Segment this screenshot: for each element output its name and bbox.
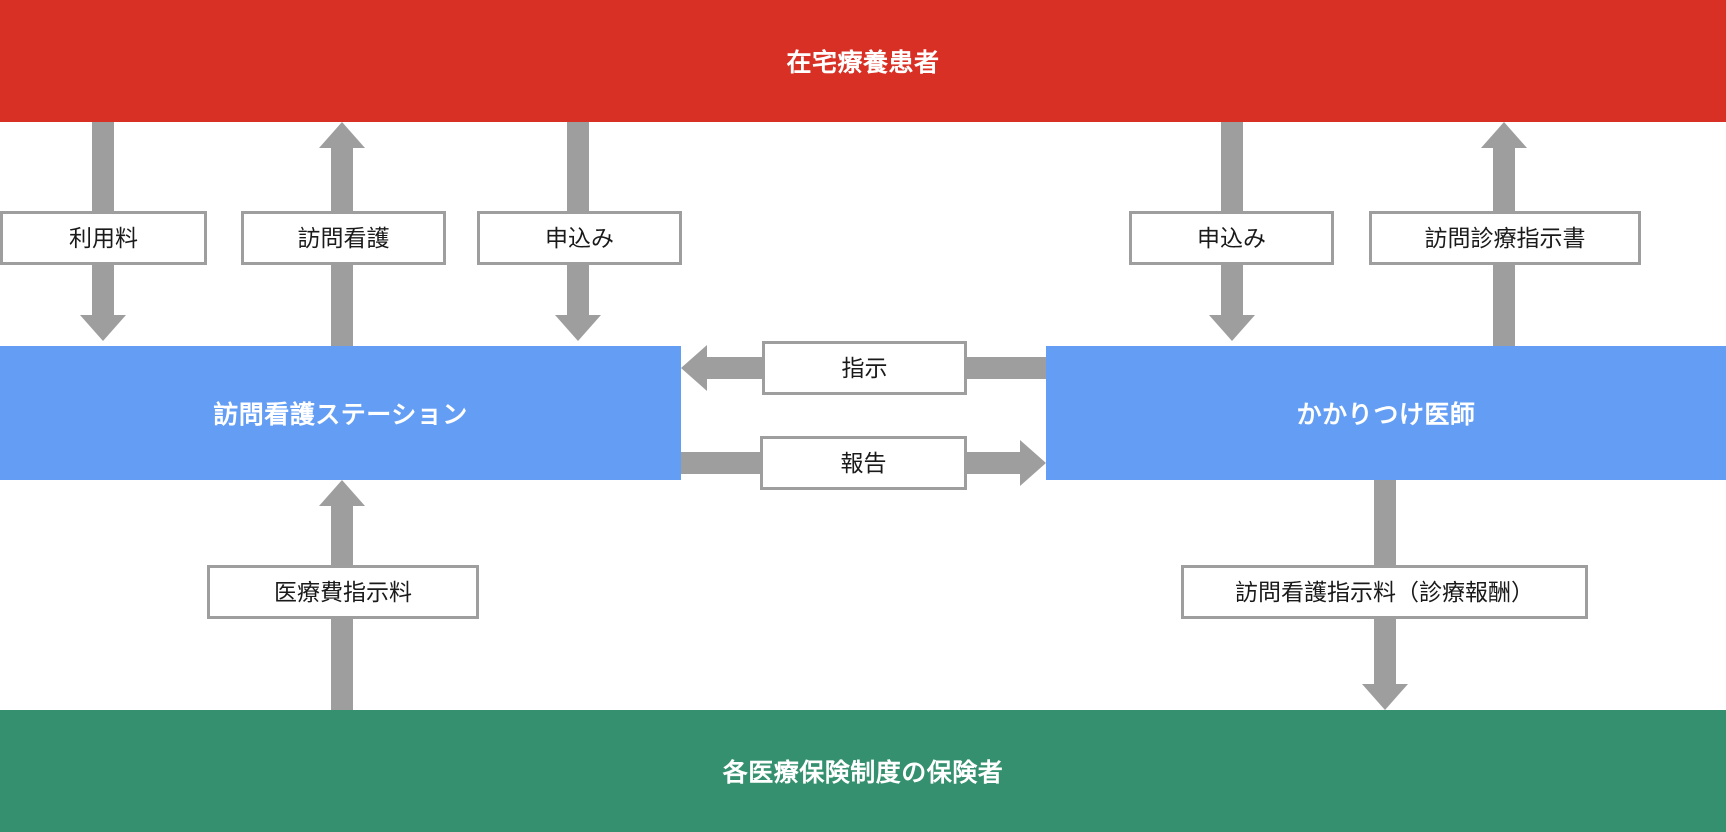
edge-label-report-text: 報告 <box>840 449 887 476</box>
arrow-head-home-order <box>1481 122 1527 148</box>
node-family-doctor: かかりつけ医師 <box>1046 346 1726 480</box>
edge-label-apply-station-text: 申込み <box>545 224 614 251</box>
arrow-head-apply-station <box>555 315 601 341</box>
arrow-head-medical-fee <box>319 480 365 506</box>
arrow-head-instruction <box>681 345 707 391</box>
node-visiting-nurse-station-label: 訪問看護ステーション <box>213 401 468 429</box>
edge-label-instruction: 指示 <box>762 341 967 395</box>
arrow-head-apply-doctor <box>1209 315 1255 341</box>
edge-label-nursing-text: 訪問看護 <box>297 224 390 251</box>
node-insurer-label: 各医療保険制度の保険者 <box>722 759 1004 787</box>
edge-label-home-order: 訪問診療指示書 <box>1369 211 1641 265</box>
node-insurer: 各医療保険制度の保険者 <box>0 710 1726 832</box>
arrow-head-nursing <box>319 122 365 148</box>
node-patient-label: 在宅療養患者 <box>786 49 940 77</box>
edge-label-apply-doctor-text: 申込み <box>1197 224 1266 251</box>
node-patient: 在宅療養患者 <box>0 0 1726 122</box>
node-family-doctor-label: かかりつけ医師 <box>1296 401 1476 429</box>
edge-label-nursing: 訪問看護 <box>241 211 446 265</box>
arrow-head-nursing-order <box>1362 684 1408 710</box>
edge-label-medical-fee-text: 医療費指示料 <box>274 578 412 605</box>
edge-label-home-order-text: 訪問診療指示書 <box>1424 224 1586 251</box>
edge-label-apply-doctor: 申込み <box>1129 211 1334 265</box>
edge-label-instruction-text: 指示 <box>841 354 888 381</box>
edge-label-apply-station: 申込み <box>477 211 682 265</box>
edge-label-nursing-order: 訪問看護指示料（診療報酬） <box>1181 565 1588 619</box>
edge-label-nursing-order-text: 訪問看護指示料（診療報酬） <box>1235 578 1534 605</box>
arrow-head-fee <box>80 315 126 341</box>
edge-label-fee: 利用料 <box>0 211 207 265</box>
arrow-head-report <box>1020 440 1046 486</box>
edge-label-medical-fee: 医療費指示料 <box>207 565 479 619</box>
node-visiting-nurse-station: 訪問看護ステーション <box>0 346 681 480</box>
edge-label-fee-text: 利用料 <box>69 224 138 251</box>
edge-label-report: 報告 <box>760 436 967 490</box>
